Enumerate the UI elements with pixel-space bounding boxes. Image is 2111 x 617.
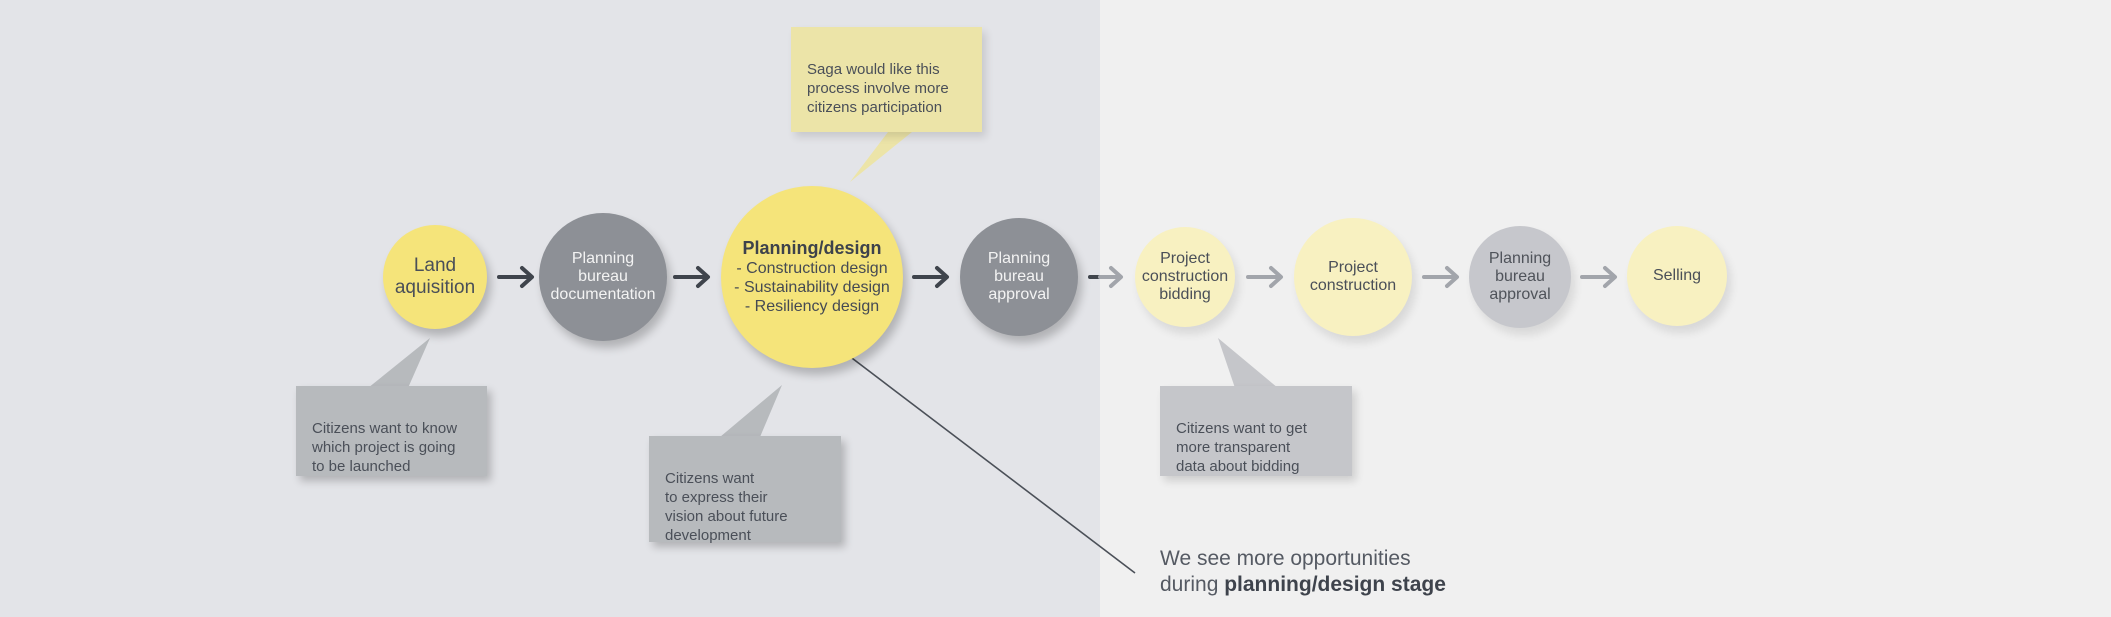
- arrow-land-to-doc: [497, 266, 534, 288]
- planning-bureau-approval-node: Planning bureau approval: [960, 218, 1078, 336]
- land-callout-text: Citizens want to know which project is g…: [312, 420, 458, 475]
- arrow-construction-to-approval: [1422, 266, 1459, 288]
- bidding-callout-text: Citizens want to get more transparent da…: [1176, 420, 1307, 475]
- saga-callout-tail: [850, 132, 912, 182]
- conclusion-line-1: We see more opportunities: [1160, 547, 1411, 570]
- project-construction-node: Project construction: [1294, 218, 1412, 336]
- arrow-bidding-to-construction: [1246, 266, 1283, 288]
- conclusion-prefix: during: [1160, 573, 1225, 596]
- sustainability-design-item: - Sustainability design: [734, 279, 890, 296]
- later-process-background: [1100, 0, 2111, 617]
- saga-callout-text: Saga would like this process involve mor…: [807, 61, 949, 116]
- bidding-callout: Citizens want to get more transparent da…: [1160, 386, 1352, 476]
- project-construction-bidding-label: Project construction bidding: [1141, 250, 1229, 303]
- arrow-approval-to-selling: [1580, 266, 1617, 288]
- planning-design-node: Planning/design - Construction design - …: [721, 186, 903, 368]
- vision-callout-text: Citizens want to express their vision ab…: [665, 470, 788, 544]
- arrow-approval-to-bidding: [1088, 266, 1123, 288]
- construction-design-item: - Construction design: [736, 260, 888, 277]
- land-callout-tail: [368, 338, 430, 388]
- vision-callout-tail: [720, 385, 782, 437]
- project-construction-bidding-node: Project construction bidding: [1135, 227, 1235, 327]
- planning-design-title: Planning/design: [742, 238, 882, 258]
- bidding-callout-tail: [1218, 338, 1278, 388]
- planning-bureau-documentation-node: Planning bureau documentation: [539, 213, 667, 341]
- land-callout: Citizens want to know which project is g…: [296, 386, 487, 476]
- conclusion-emphasis: planning/design stage: [1224, 573, 1446, 596]
- conclusion-text: We see more opportunities during plannin…: [1160, 546, 1446, 598]
- planning-bureau-approval-2-label: Planning bureau approval: [1488, 250, 1552, 303]
- selling-label: Selling: [1652, 267, 1702, 284]
- conclusion-line-2: during planning/design stage: [1160, 572, 1446, 598]
- land-aquisition-label: Land aquisition: [394, 255, 476, 298]
- planning-bureau-documentation-label: Planning bureau documentation: [550, 250, 656, 303]
- arrow-design-to-approval: [912, 266, 949, 288]
- saga-callout: Saga would like this process involve mor…: [791, 27, 982, 132]
- pointer-line: [814, 329, 1136, 574]
- planning-bureau-approval-label: Planning bureau approval: [987, 250, 1051, 303]
- planning-bureau-approval-2-node: Planning bureau approval: [1469, 226, 1571, 328]
- arrow-doc-to-design: [673, 266, 710, 288]
- land-aquisition-node: Land aquisition: [383, 225, 487, 329]
- project-construction-label: Project construction: [1309, 259, 1397, 294]
- vision-callout: Citizens want to express their vision ab…: [649, 436, 841, 544]
- selling-node: Selling: [1627, 226, 1727, 326]
- resiliency-design-item: - Resiliency design: [744, 298, 880, 315]
